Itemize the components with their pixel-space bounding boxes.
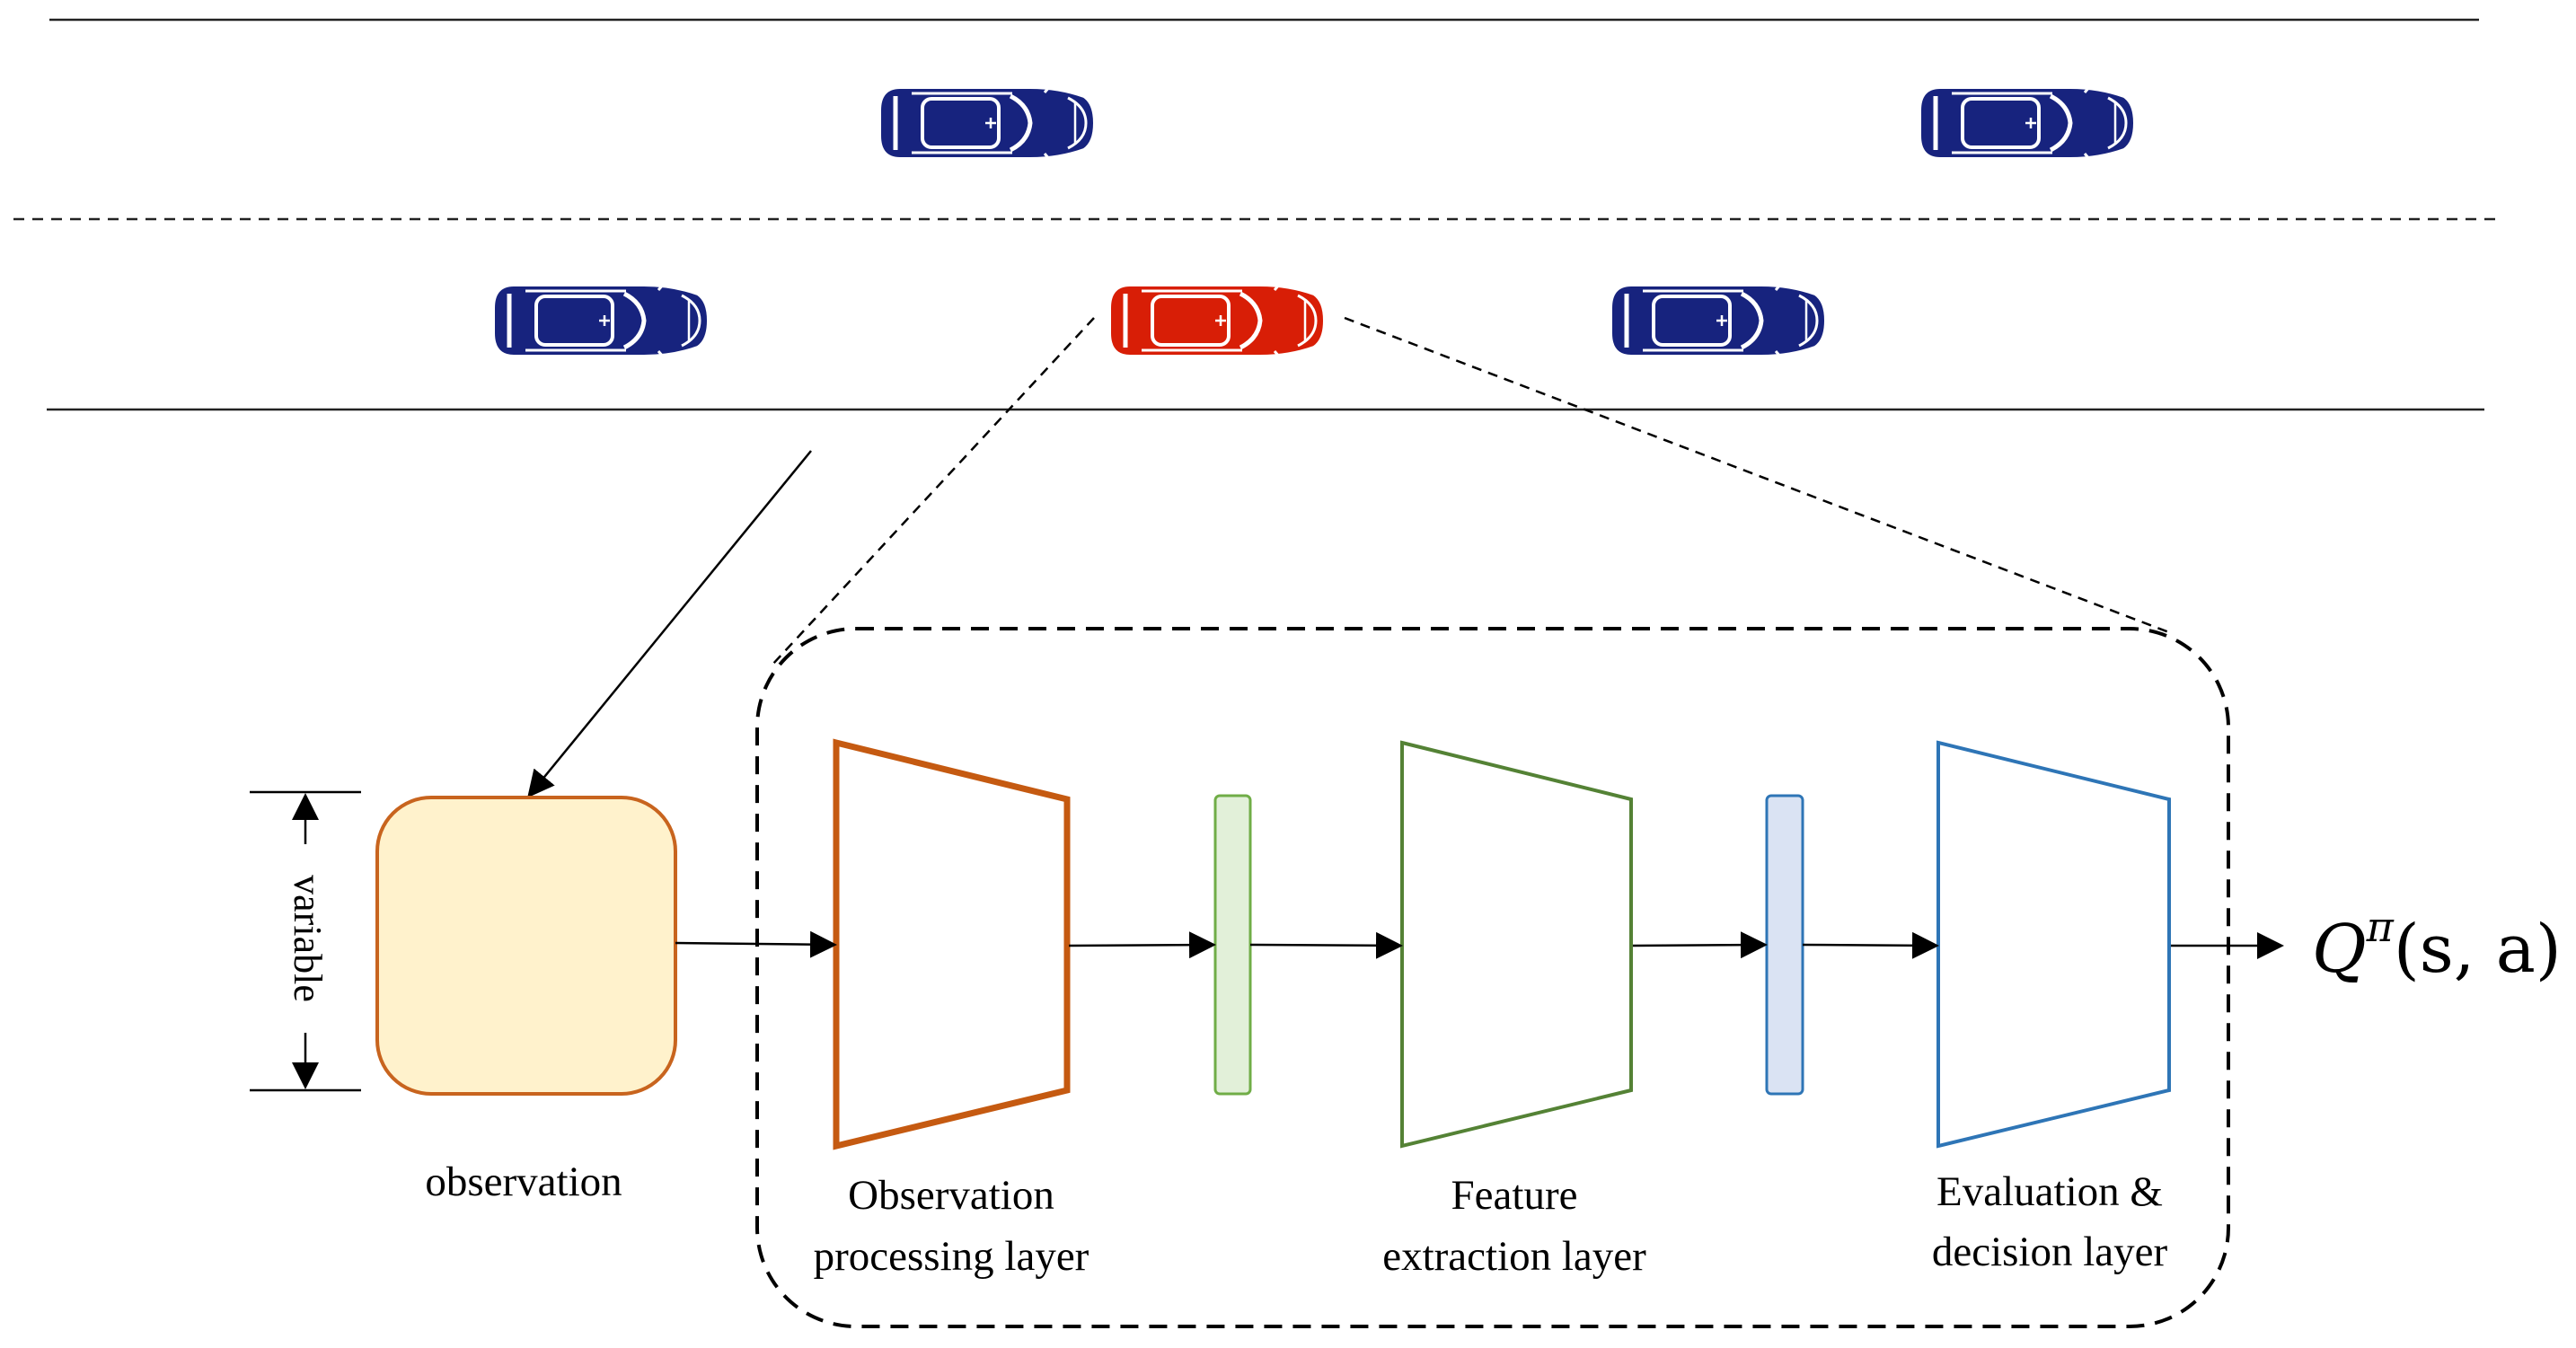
observation-processing-label-line1: Observation (848, 1172, 1054, 1219)
flow-arrow-layer1-to-conn1 (1068, 931, 1216, 959)
observation-box (375, 796, 677, 1096)
feature-extraction-label-line1: Feature (1451, 1172, 1578, 1219)
road (13, 18, 2495, 411)
flow-arrows (675, 930, 2284, 959)
output-q-value: Qπ(s, a) (2312, 903, 2562, 988)
flow-arrow-obs-to-layer1 (675, 930, 837, 958)
observation-label: observation (425, 1159, 622, 1205)
output-q-superscript: π (2366, 903, 2395, 951)
surrounding-vehicle-icon (493, 278, 709, 364)
observation-processing-label-line2: processing layer (814, 1233, 1090, 1280)
evaluation-decision-label-line1: Evaluation & (1936, 1168, 2163, 1215)
zoom-line-right (1344, 316, 2175, 636)
surrounding-vehicle-icon (1610, 278, 1826, 364)
zoom-line-left (772, 317, 1095, 665)
feature-extraction-label-line2: extraction layer (1382, 1233, 1646, 1280)
evaluation-decision-label-line2: decision layer (1932, 1229, 2168, 1275)
feature-vector-connector-1 (1213, 794, 1252, 1096)
feature-vector-connector-2 (1765, 794, 1804, 1096)
surrounding-vehicle-icon (879, 80, 1095, 166)
observation-block: variable observation (250, 790, 677, 1205)
surrounding-vehicle-icon (1919, 80, 2135, 166)
observation-processing-layer-shape (833, 738, 1071, 1150)
ego-vehicle-icon (1109, 278, 1325, 364)
evaluation-decision-layer-shape (1936, 740, 2171, 1149)
flow-arrow-layer2-to-conn2 (1632, 931, 1768, 959)
network-container (755, 627, 2230, 1328)
output-q-args: (s, a) (2394, 911, 2562, 988)
size-label: variable (286, 875, 330, 1002)
flow-arrow-conn1-to-layer2 (1249, 931, 1403, 959)
flow-arrow-conn2-to-layer3 (1802, 931, 1939, 959)
feature-extraction-layer-shape (1400, 740, 1633, 1149)
output-q-symbol: Q (2312, 911, 2367, 988)
vehicles (493, 80, 2135, 364)
observation-pointer-arrow (527, 450, 812, 798)
